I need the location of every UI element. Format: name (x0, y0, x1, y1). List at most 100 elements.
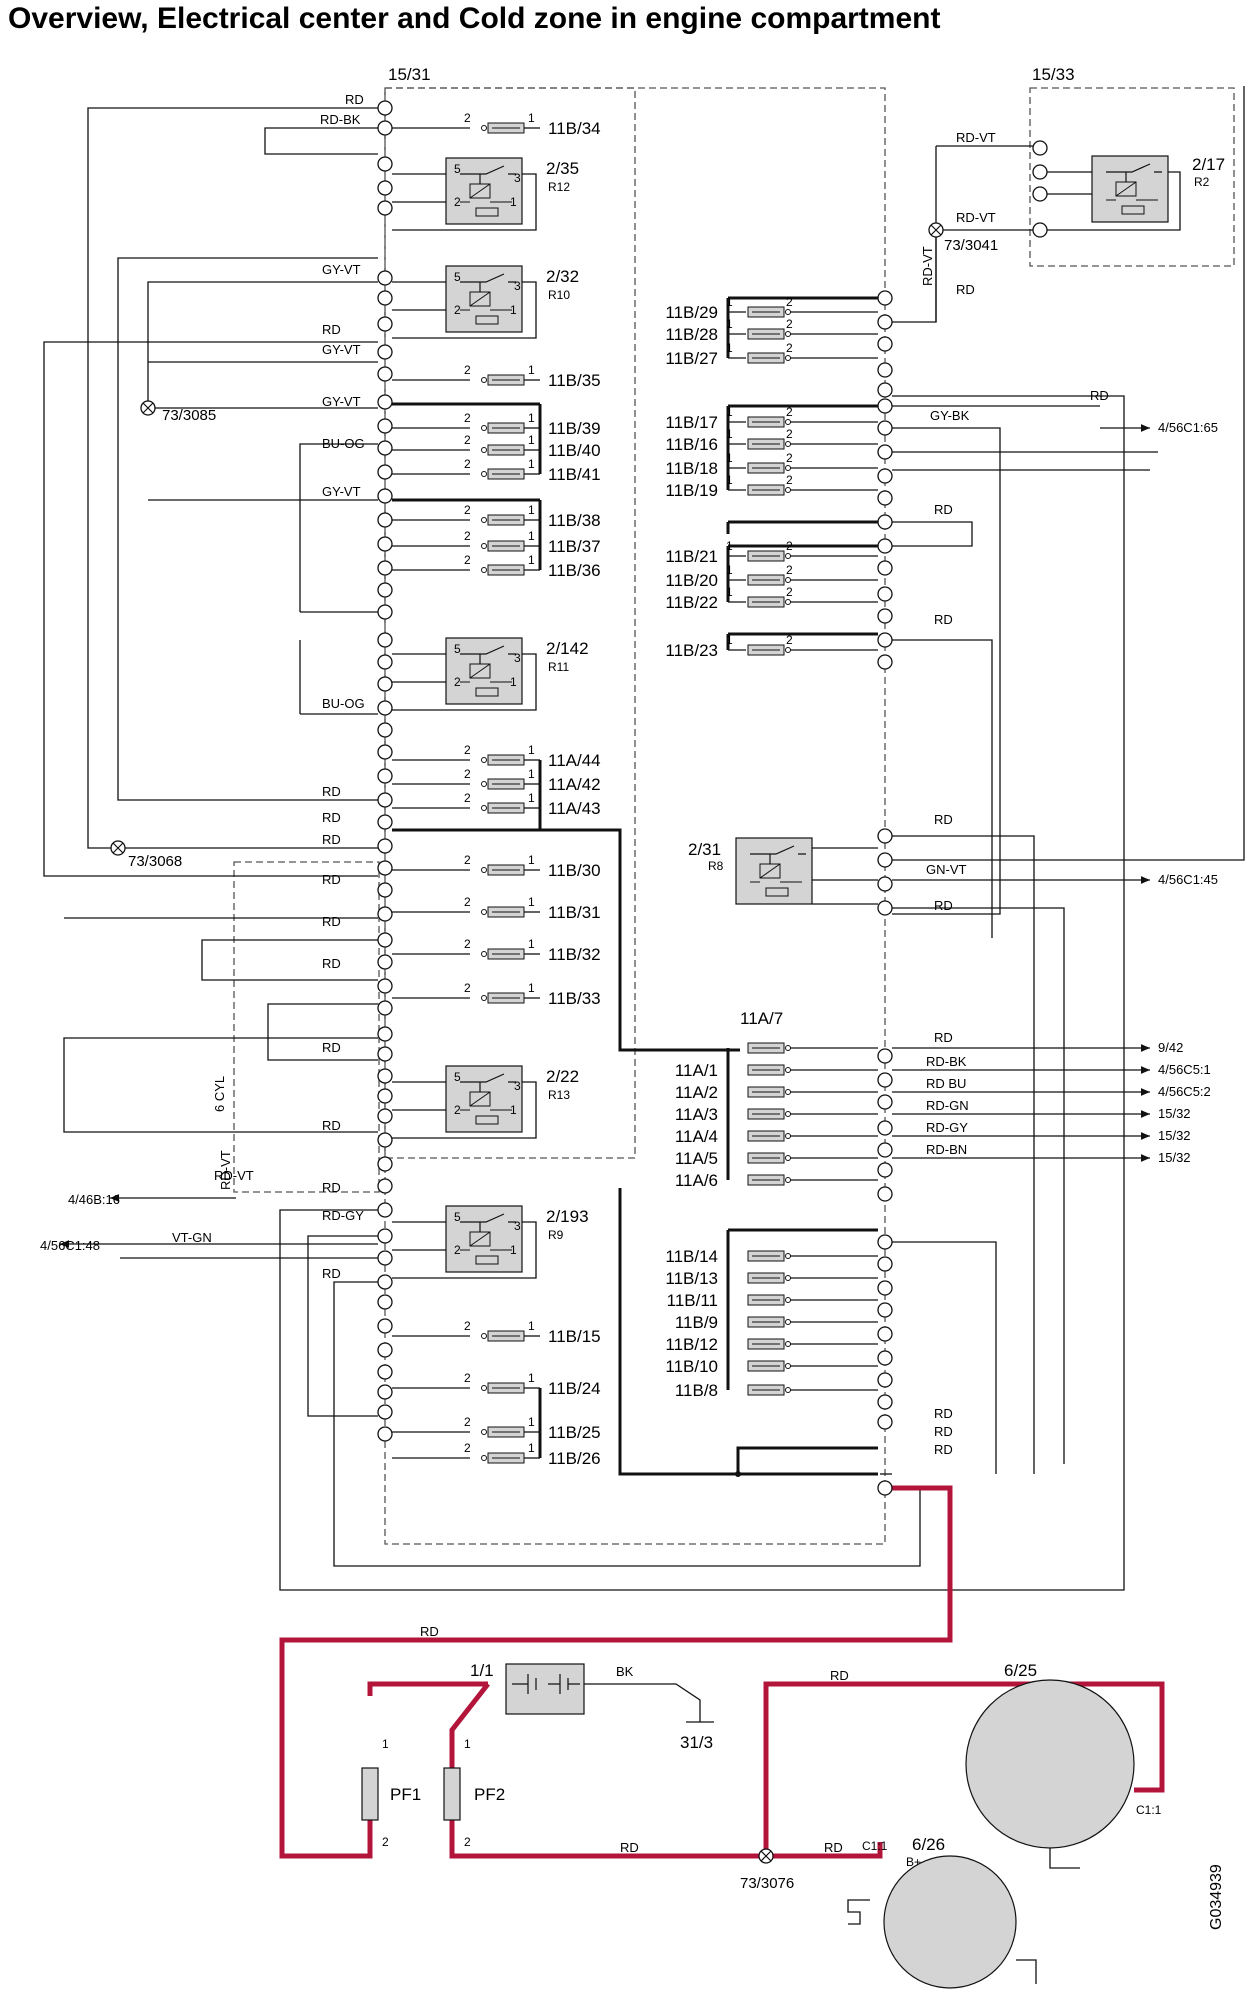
relay-resistor (1121, 205, 1145, 215)
starter-motor (965, 1679, 1135, 1849)
left-terminal (377, 744, 393, 760)
relay-coil-diag (759, 863, 781, 879)
fuse-label: 11B/32 (548, 945, 601, 964)
left-terminal (377, 632, 393, 648)
wire-color-label: RD (934, 1442, 953, 1457)
right-terminal (877, 608, 893, 624)
pin-label: 1 (726, 473, 733, 487)
relay-pin: 5 (454, 1070, 461, 1084)
relay-name: R13 (548, 1088, 570, 1102)
relay-pin: 5 (454, 162, 461, 176)
right-terminal (877, 1072, 893, 1088)
fuse-pin (481, 517, 487, 523)
relay-coil-diag (469, 1091, 491, 1107)
destination: 4/56C5:2 (1158, 1084, 1211, 1099)
pin-label: 2 (786, 633, 793, 647)
relay-lead (392, 281, 537, 339)
wire-color-label: RD-VT (218, 1150, 233, 1190)
relay-lead (392, 173, 537, 231)
fuse-label: 11B/38 (548, 511, 601, 530)
pin-label: 1 (726, 585, 733, 599)
fuse-pin (481, 1385, 487, 1391)
wire (892, 639, 993, 938)
wire-color-label: GY-VT (322, 262, 361, 277)
right-terminal (877, 420, 893, 436)
relay-pin: 2 (454, 675, 461, 689)
right-terminal (877, 538, 893, 554)
wire (279, 395, 1125, 1591)
wire-color-label: GY-VT (322, 484, 361, 499)
left-terminal (377, 1156, 393, 1172)
starter-ref: 6/25 (1004, 1661, 1037, 1680)
left-terminal (377, 860, 393, 876)
fuse-pin (785, 441, 791, 447)
prefuse-label: PF1 (390, 1785, 421, 1804)
fuse-label: 11B/23 (665, 641, 718, 660)
relay-ref: 2/142 (546, 639, 589, 658)
relay-pin: 2 (454, 1243, 461, 1257)
fuse-label: 11B/33 (548, 989, 601, 1008)
destination: 4/56C5:1 (1158, 1062, 1211, 1077)
left-terminal (377, 1384, 393, 1400)
left-terminal (377, 418, 393, 434)
fuse-pin (785, 599, 791, 605)
fuse-label: 11B/16 (665, 435, 718, 454)
left-terminal (377, 604, 393, 620)
left-terminal (377, 1046, 393, 1062)
relay-switch (460, 1213, 516, 1232)
fuse-label: 11A/5 (675, 1149, 718, 1168)
fuse-label: 11B/31 (548, 903, 601, 922)
left-terminal (377, 488, 393, 504)
wire-color-label: RD (345, 92, 364, 107)
right-terminal (877, 1048, 893, 1064)
splice-cross (760, 1850, 772, 1862)
right-terminal (877, 382, 893, 398)
left-terminal (377, 100, 393, 116)
left-terminal (377, 464, 393, 480)
left-terminal (377, 1364, 393, 1380)
fuse-pin (785, 1155, 791, 1161)
fuse-label: 11A/2 (675, 1083, 718, 1102)
fuse-pin (785, 331, 791, 337)
fuse-pin (785, 355, 791, 361)
component-layer (361, 1663, 1135, 1989)
fuse-label: 11B/13 (665, 1269, 718, 1288)
pin-label: 1 (726, 341, 733, 355)
destination: 15/32 (1158, 1128, 1191, 1143)
fuse-label: 11A/3 (675, 1105, 718, 1124)
fuse-label: 11A/7 (740, 1009, 783, 1028)
wire-color-label: RD (934, 1424, 953, 1439)
wire-color-label: RD (322, 1180, 341, 1195)
pin-label: 1 (726, 295, 733, 309)
left-terminal (377, 1088, 393, 1104)
right-terminal (877, 290, 893, 306)
pin-label: 1 (726, 633, 733, 647)
wire (43, 341, 378, 877)
fuse-pin (481, 471, 487, 477)
relay-resistor (765, 887, 789, 897)
pin-label: 1 (528, 853, 535, 867)
wire-color-label: RD (322, 832, 341, 847)
fuse-label: 11B/34 (548, 119, 601, 138)
battery-ref: 1/1 (470, 1661, 494, 1680)
fuse-label: 11B/22 (665, 593, 718, 612)
wire (307, 1235, 378, 1417)
wire (87, 107, 378, 849)
pin-label: 1 (528, 1415, 535, 1429)
pin-label: 2 (382, 1835, 389, 1849)
relay-pin: 3 (514, 279, 521, 293)
wire-color-label: RD (322, 914, 341, 929)
left-terminal (377, 156, 393, 172)
wire (264, 127, 378, 155)
relay-lead (392, 653, 537, 711)
right-terminal (877, 514, 893, 530)
fuse-pin (785, 647, 791, 653)
relay-pin: 1 (510, 1103, 517, 1117)
r2-terminal (1032, 164, 1048, 180)
fuse-label: 11A/1 (675, 1061, 718, 1080)
fuse-pin (481, 805, 487, 811)
fuse-label: 11B/18 (665, 459, 718, 478)
pin-label: 2 (786, 563, 793, 577)
relay-ref: 2/22 (546, 1067, 579, 1086)
pin-label: 2 (786, 427, 793, 441)
